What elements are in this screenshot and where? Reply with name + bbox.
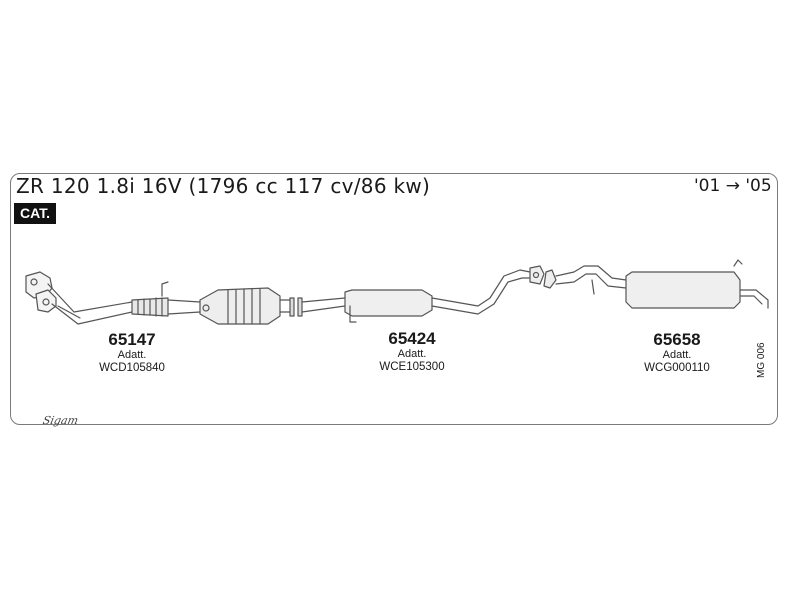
part-adatt-label: Adatt. bbox=[397, 348, 427, 360]
vehicle-title: ZR 120 1.8i 16V (1796 cc 117 cv/86 kw) bbox=[16, 174, 431, 198]
year-range: '01 → '05 bbox=[694, 176, 772, 196]
diagram-panel bbox=[10, 173, 778, 425]
diagram-code: MG 006 bbox=[756, 342, 767, 378]
part-reference: WCD105840 bbox=[99, 362, 165, 374]
part-number: 65424 bbox=[388, 329, 436, 348]
front-pipe-catalyst-part bbox=[25, 271, 295, 325]
part-number: 65147 bbox=[108, 330, 156, 349]
rear-silencer-part bbox=[543, 259, 769, 309]
cat-badge: CAT. bbox=[14, 203, 57, 224]
part-adatt-label: Adatt. bbox=[662, 349, 692, 361]
part-front-pipe-label: 65147 Adatt. WCD105840 bbox=[62, 330, 202, 375]
part-reference: WCE105300 bbox=[379, 361, 445, 373]
brand-logo: Sigam bbox=[41, 414, 80, 427]
part-middle-section-label: 65424 Adatt. WCE105300 bbox=[342, 329, 482, 374]
part-reference: WCG000110 bbox=[644, 362, 710, 374]
part-number: 65658 bbox=[653, 330, 701, 349]
part-rear-silencer-label: 65658 Adatt. WCG000110 bbox=[607, 330, 747, 375]
middle-section-part bbox=[297, 265, 545, 323]
part-adatt-label: Adatt. bbox=[117, 349, 147, 361]
